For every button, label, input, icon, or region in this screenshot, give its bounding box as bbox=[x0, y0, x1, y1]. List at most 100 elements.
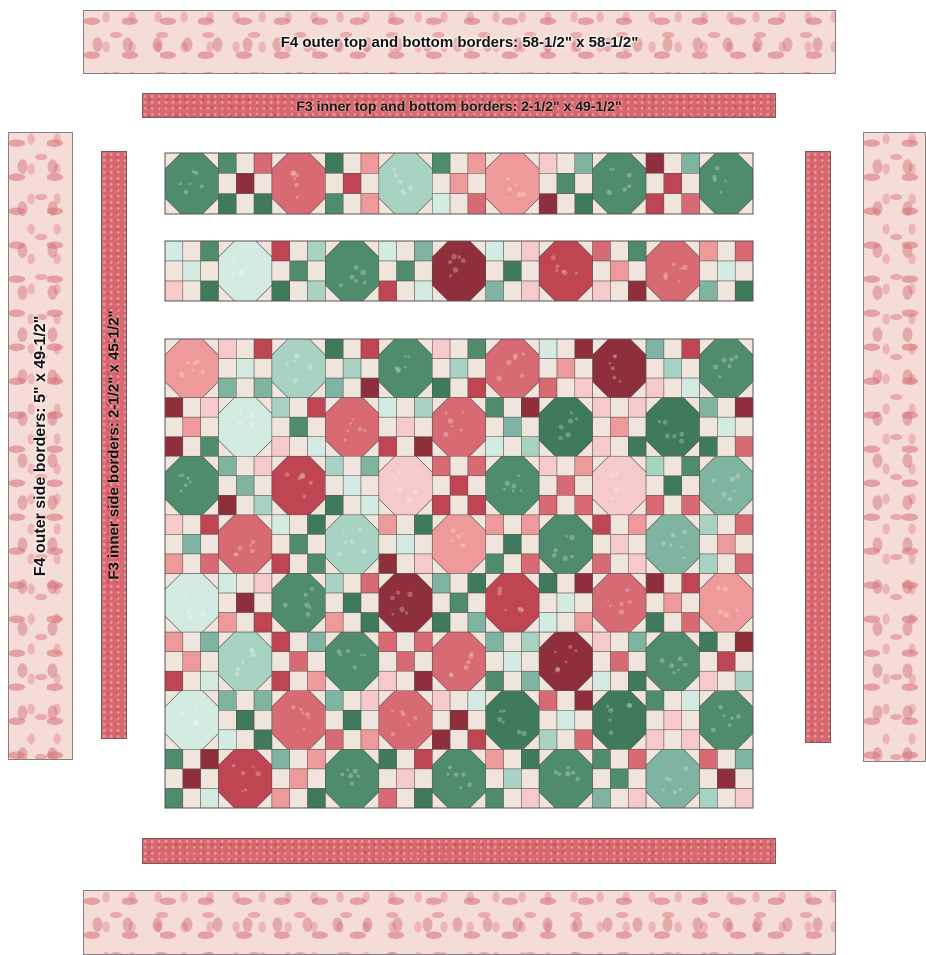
inner-bottom-border bbox=[142, 838, 776, 864]
snowball-block bbox=[646, 632, 699, 691]
nine-patch-block bbox=[486, 515, 539, 574]
nine-patch-block bbox=[165, 632, 218, 691]
nine-patch-block bbox=[325, 153, 378, 214]
snowball-block bbox=[700, 574, 753, 633]
nine-patch-block bbox=[218, 153, 271, 214]
snowball-block bbox=[486, 691, 539, 750]
snowball-block bbox=[432, 398, 485, 457]
nine-patch-block bbox=[165, 749, 218, 808]
snowball-block bbox=[700, 456, 753, 515]
snowball-block bbox=[646, 749, 699, 808]
snowball-block bbox=[325, 398, 378, 457]
nine-patch-block bbox=[432, 153, 485, 214]
inner-side-label: F3 inner side borders: 2-1/2" x 45-1/2" bbox=[106, 310, 123, 579]
nine-patch-block bbox=[165, 398, 218, 457]
snowball-block bbox=[218, 241, 271, 301]
nine-patch-block bbox=[539, 339, 592, 398]
nine-patch-block bbox=[272, 632, 325, 691]
snowball-block bbox=[165, 339, 218, 398]
snowball-block bbox=[700, 153, 753, 214]
nine-patch-block bbox=[593, 515, 646, 574]
snowball-block bbox=[646, 515, 699, 574]
snowball-block bbox=[539, 749, 592, 808]
snowball-block bbox=[486, 456, 539, 515]
nine-patch-block bbox=[700, 632, 753, 691]
snowball-block bbox=[379, 339, 432, 398]
nine-patch-block bbox=[165, 515, 218, 574]
nine-patch-block bbox=[325, 339, 378, 398]
nine-patch-block bbox=[646, 574, 699, 633]
snowball-block bbox=[218, 632, 271, 691]
nine-patch-block bbox=[593, 241, 646, 301]
outer-right-border bbox=[863, 132, 926, 762]
snowball-block bbox=[593, 691, 646, 750]
nine-patch-block bbox=[379, 749, 432, 808]
snowball-block bbox=[646, 241, 699, 301]
snowball-block bbox=[593, 339, 646, 398]
nine-patch-block bbox=[218, 574, 271, 633]
nine-patch-block bbox=[432, 574, 485, 633]
nine-patch-block bbox=[486, 632, 539, 691]
nine-patch-block bbox=[700, 749, 753, 808]
outer-bottom-border bbox=[83, 890, 836, 955]
nine-patch-block bbox=[539, 574, 592, 633]
snowball-block bbox=[486, 574, 539, 633]
nine-patch-block bbox=[486, 241, 539, 301]
snowball-block bbox=[218, 515, 271, 574]
snowball-block bbox=[432, 241, 485, 301]
snowball-block bbox=[272, 339, 325, 398]
nine-patch-block bbox=[272, 241, 325, 301]
nine-patch-block bbox=[218, 691, 271, 750]
quilt-row-strip-1 bbox=[165, 153, 753, 214]
snowball-block bbox=[539, 515, 592, 574]
nine-patch-block bbox=[593, 749, 646, 808]
nine-patch-block bbox=[379, 241, 432, 301]
nine-patch-block bbox=[218, 456, 271, 515]
nine-patch-block bbox=[486, 398, 539, 457]
snowball-block bbox=[165, 456, 218, 515]
snowball-block bbox=[165, 153, 218, 214]
nine-patch-block bbox=[272, 398, 325, 457]
nine-patch-block bbox=[593, 398, 646, 457]
nine-patch-block bbox=[325, 691, 378, 750]
snowball-block bbox=[272, 456, 325, 515]
snowball-block bbox=[272, 574, 325, 633]
nine-patch-block bbox=[646, 339, 699, 398]
quilt-center bbox=[165, 339, 753, 808]
snowball-block bbox=[646, 398, 699, 457]
nine-patch-block bbox=[379, 632, 432, 691]
nine-patch-block bbox=[700, 515, 753, 574]
snowball-block bbox=[218, 749, 271, 808]
nine-patch-block bbox=[165, 241, 218, 301]
snowball-block bbox=[700, 691, 753, 750]
snowball-block bbox=[593, 456, 646, 515]
snowball-block bbox=[539, 632, 592, 691]
snowball-block bbox=[379, 456, 432, 515]
nine-patch-block bbox=[379, 515, 432, 574]
outer-top-bottom-label: F4 outer top and bottom borders: 58-1/2"… bbox=[84, 11, 835, 73]
nine-patch-block bbox=[700, 398, 753, 457]
snowball-block bbox=[325, 749, 378, 808]
snowball-block bbox=[325, 632, 378, 691]
nine-patch-block bbox=[700, 241, 753, 301]
inner-right-border bbox=[805, 151, 831, 743]
nine-patch-block bbox=[432, 339, 485, 398]
snowball-block bbox=[432, 749, 485, 808]
snowball-block bbox=[272, 691, 325, 750]
snowball-block bbox=[325, 515, 378, 574]
nine-patch-block bbox=[593, 632, 646, 691]
outer-top-border: F4 outer top and bottom borders: 58-1/2"… bbox=[83, 10, 836, 74]
snowball-block bbox=[165, 691, 218, 750]
nine-patch-block bbox=[379, 398, 432, 457]
nine-patch-block bbox=[272, 515, 325, 574]
nine-patch-block bbox=[646, 153, 699, 214]
inner-left-border: F3 inner side borders: 2-1/2" x 45-1/2" bbox=[101, 151, 127, 739]
outer-side-label: F4 outer side borders: 5" x 49-1/2" bbox=[32, 316, 50, 577]
outer-left-border: F4 outer side borders: 5" x 49-1/2" bbox=[8, 132, 73, 760]
snowball-block bbox=[700, 339, 753, 398]
inner-top-border: F3 inner top and bottom borders: 2-1/2" … bbox=[142, 93, 776, 118]
snowball-block bbox=[593, 574, 646, 633]
snowball-block bbox=[165, 574, 218, 633]
snowball-block bbox=[539, 241, 592, 301]
nine-patch-block bbox=[325, 574, 378, 633]
